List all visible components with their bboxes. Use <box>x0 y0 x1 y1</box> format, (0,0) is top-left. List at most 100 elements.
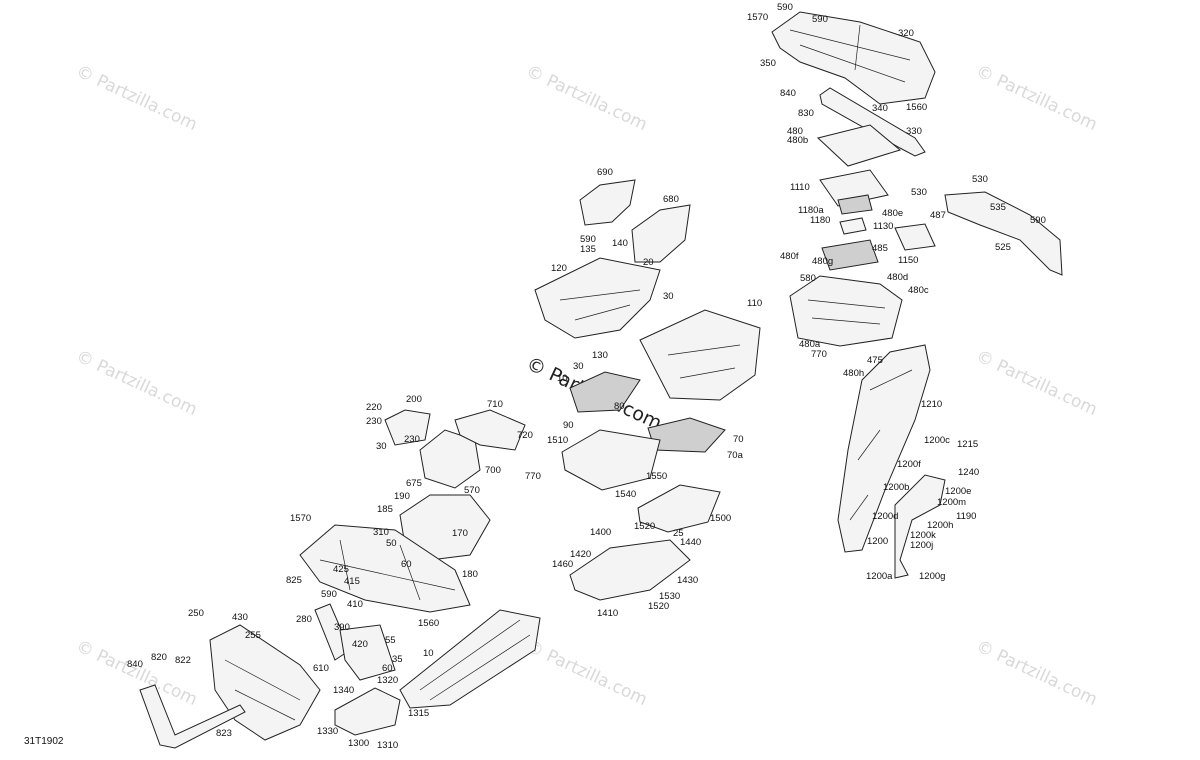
ref-code: 31T1902 <box>24 736 64 747</box>
callout-label: 700 <box>485 465 501 476</box>
watermark: © Partzilla.com <box>73 346 200 420</box>
front-bar <box>139 684 246 749</box>
panel-710 <box>454 409 526 451</box>
watermark: © Partzilla.com <box>973 61 1100 135</box>
callout-label: 185 <box>377 504 393 515</box>
seal <box>819 169 889 207</box>
callout-label: 255 <box>245 630 261 641</box>
callout-label: 190 <box>394 491 410 502</box>
callout-label: 55 <box>385 635 396 646</box>
callout-label: 60 <box>382 663 393 674</box>
skid-plate-1400 <box>569 539 691 601</box>
callout-label: 822 <box>175 655 191 666</box>
callout-label: 430 <box>232 612 248 623</box>
callout-label: 1200f <box>897 459 921 470</box>
callout-label: 1180a <box>798 205 824 216</box>
callout-label: 1460 <box>552 559 573 570</box>
callout-label: 680 <box>663 194 679 205</box>
callout-label: 590 <box>1030 215 1046 226</box>
panel-200 <box>384 409 431 446</box>
callout-label: 480f <box>780 251 799 262</box>
callout-label: 50 <box>386 538 397 549</box>
callout-label: 1315 <box>408 708 429 719</box>
callout-label: 1530 <box>659 591 680 602</box>
callout-label: 530 <box>911 187 927 198</box>
callout-label: 180 <box>462 569 478 580</box>
callout-label: 1200c <box>924 435 950 446</box>
callout-label: 1430 <box>677 575 698 586</box>
callout-label: 825 <box>286 575 302 586</box>
callout-label: 60 <box>401 559 412 570</box>
cargo-cover <box>816 124 902 167</box>
callout-label: 1200h <box>927 520 953 531</box>
watermark: © Partzilla.com <box>523 61 650 135</box>
callout-label: 1520 <box>634 521 655 532</box>
callout-label: 1560 <box>418 618 439 629</box>
callout-label: 25 <box>673 528 684 539</box>
callout-label: 770 <box>525 471 541 482</box>
callout-label: 690 <box>597 167 613 178</box>
footrest-130 <box>569 371 641 413</box>
skid-plate-1510 <box>561 429 661 491</box>
callout-label: 1215 <box>957 439 978 450</box>
callout-label: 310 <box>373 527 389 538</box>
callout-label: 1200b <box>883 482 909 493</box>
front-bumper <box>209 624 321 741</box>
callout-label: 485 <box>872 243 888 254</box>
callout-label: 480d <box>887 272 908 283</box>
callout-label: 1550 <box>646 471 667 482</box>
callout-label: 570 <box>464 485 480 496</box>
callout-label: 1410 <box>597 608 618 619</box>
callout-label: 1330 <box>317 726 338 737</box>
callout-label: 30 <box>663 291 674 302</box>
callout-label: 720 <box>517 430 533 441</box>
callout-label: 675 <box>406 478 422 489</box>
footwell-left <box>534 257 661 339</box>
callout-label: 823 <box>216 728 232 739</box>
callout-label: 820 <box>151 652 167 663</box>
callout-label: 1320 <box>377 675 398 686</box>
front-rack <box>299 524 471 613</box>
callout-label: 1570 <box>747 12 768 23</box>
callout-label: 1200 <box>867 536 888 547</box>
callout-label: 220 <box>366 402 382 413</box>
callout-label: 487 <box>930 210 946 221</box>
callout-label: 710 <box>487 399 503 410</box>
frame-rail <box>837 344 931 553</box>
callout-label: 230 <box>404 434 420 445</box>
callout-label: 1180 <box>810 215 830 226</box>
callout-label: 330 <box>906 126 922 137</box>
rear-rack <box>771 11 936 105</box>
watermark: © Partzilla.com <box>73 61 200 135</box>
callout-label: 280 <box>296 614 312 625</box>
callout-label: 1200d <box>872 511 898 522</box>
callout-label: 1110 <box>790 182 810 193</box>
callout-label: 1150 <box>898 255 918 266</box>
callout-label: 535 <box>990 202 1006 213</box>
callout-label: 1400 <box>590 527 611 538</box>
callout-label: 70a <box>727 450 744 461</box>
callout-label: 70 <box>733 434 744 445</box>
callout-label: 1200k <box>910 530 936 541</box>
callout-label: 580 <box>800 273 816 284</box>
callout-label: 480c <box>908 285 929 296</box>
footwell-right <box>639 309 761 401</box>
callout-label: 480g <box>812 256 833 267</box>
callout-label: 10 <box>557 373 568 384</box>
callout-label: 120 <box>551 263 567 274</box>
front-fascia <box>419 429 481 489</box>
callout-label: 80 <box>614 401 625 412</box>
callout-label: 1310 <box>377 740 398 751</box>
callout-label: 1200a <box>866 571 893 582</box>
callout-label: 110 <box>747 298 762 309</box>
callout-label: 830 <box>798 108 814 119</box>
callout-label: 230 <box>366 416 382 427</box>
side-panel <box>944 191 1063 276</box>
callout-label: 590 <box>812 14 828 25</box>
callout-label: 1210 <box>921 399 942 410</box>
callout-label: 1560 <box>906 102 927 113</box>
callout-label: 480h <box>843 368 864 379</box>
callout-label: 480a <box>799 339 821 350</box>
